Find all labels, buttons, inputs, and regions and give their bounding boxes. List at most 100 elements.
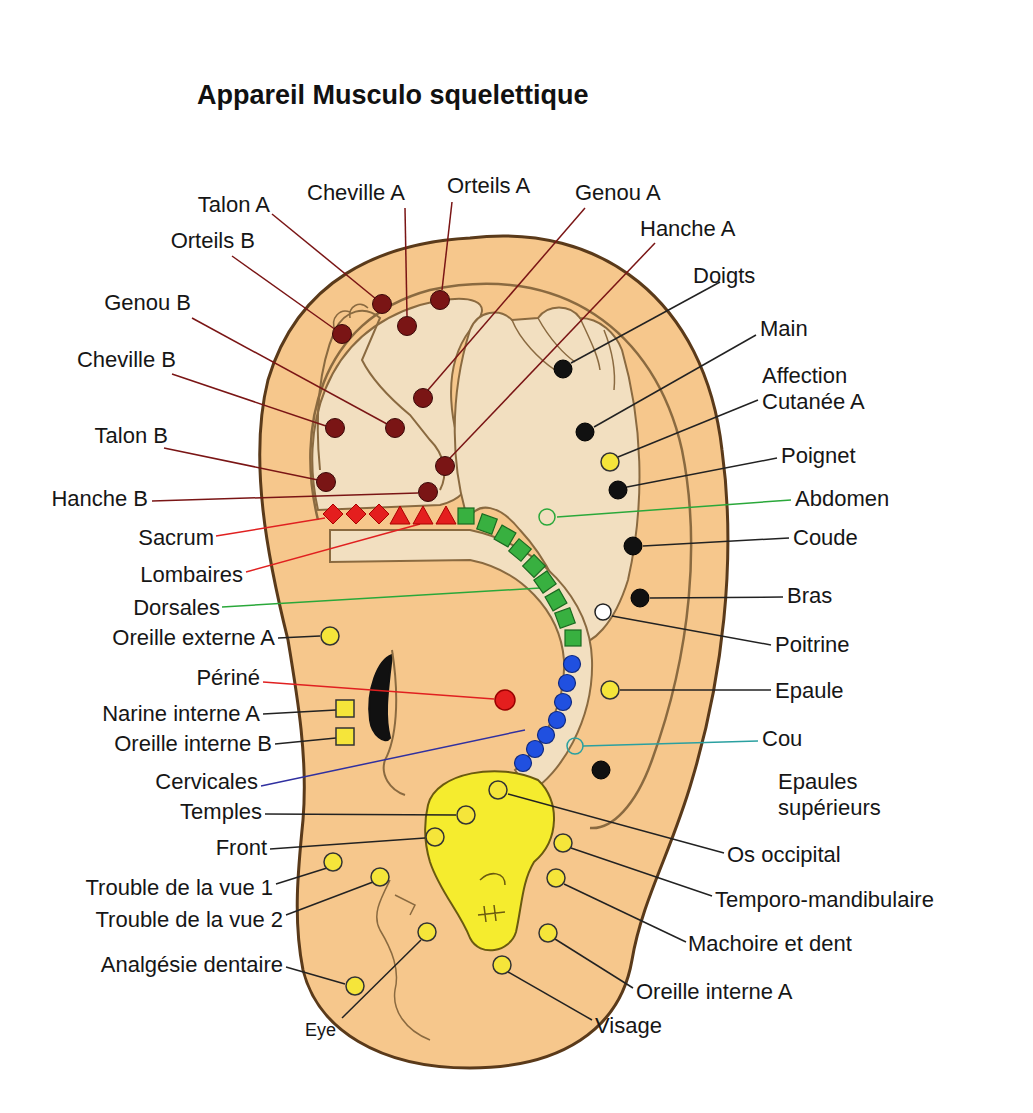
point-label: Temporo-mandibulaire <box>715 887 934 913</box>
point-label: Cheville B <box>77 347 176 373</box>
leader-line <box>232 256 336 330</box>
square-marker <box>458 508 474 524</box>
leader-line <box>508 972 592 1020</box>
point-marker <box>601 681 619 699</box>
point-marker <box>554 360 572 378</box>
point-label: Abdomen <box>795 486 889 512</box>
tragus-line <box>384 650 405 795</box>
point-marker <box>592 761 610 779</box>
point-label: Coude <box>793 525 858 551</box>
point-label: Doigts <box>693 263 755 289</box>
point-label: Temples <box>180 799 262 825</box>
point-label: Analgésie dentaire <box>101 952 283 978</box>
skull <box>425 771 554 950</box>
diamond-marker <box>323 504 343 524</box>
leader-line <box>620 689 771 691</box>
leader-line <box>442 202 452 290</box>
circle-marker <box>555 694 572 711</box>
point-label: Front <box>216 835 267 861</box>
point-marker <box>609 481 627 499</box>
point-marker <box>324 853 342 871</box>
circle-marker <box>549 712 566 729</box>
square-marker <box>477 514 498 535</box>
triangle-marker <box>413 506 433 524</box>
foot-drawing <box>318 311 445 490</box>
point-label: Talon B <box>95 423 168 449</box>
diagram-title: Appareil Musculo squelettique <box>197 80 589 111</box>
point-label: Cervicales <box>155 769 258 795</box>
triangle-marker <box>390 506 410 524</box>
point-label: Machoire et dent <box>688 931 852 957</box>
leader-line <box>594 335 756 427</box>
point-label: Oreille externe A <box>112 625 275 651</box>
point-marker <box>371 868 389 886</box>
leader-line <box>286 967 345 984</box>
helix-rim <box>310 284 691 828</box>
square-marker <box>534 571 556 593</box>
square-marker <box>336 700 354 717</box>
open-marker <box>539 509 555 525</box>
point-label: Orteils A <box>447 173 530 199</box>
circle-marker <box>527 741 544 758</box>
point-marker <box>321 627 339 645</box>
open-marker <box>567 738 583 754</box>
leader-line <box>564 884 686 942</box>
point-marker <box>436 457 455 476</box>
leader-line <box>618 400 758 457</box>
square-marker <box>565 630 581 646</box>
point-marker <box>346 977 364 995</box>
point-marker <box>373 295 392 314</box>
antihelix-band <box>330 530 592 792</box>
lumbar-triangles <box>390 506 456 524</box>
leader-line <box>286 882 373 915</box>
point-label: Genou B <box>104 290 191 316</box>
open-marker <box>595 604 611 620</box>
point-label: Hanche A <box>640 216 735 242</box>
point-marker <box>419 483 438 502</box>
point-marker <box>601 453 619 471</box>
head-points <box>321 453 619 995</box>
point-marker <box>431 291 450 310</box>
leader-line <box>152 493 418 501</box>
leader-line <box>265 814 456 815</box>
point-label: Périné <box>196 665 260 691</box>
leader-line <box>270 838 425 849</box>
leader-line <box>216 518 325 536</box>
leader-line <box>405 208 407 316</box>
point-marker <box>489 781 507 799</box>
point-label: Trouble de la vue 2 <box>95 907 283 933</box>
circle-marker <box>515 755 532 772</box>
ear-outline <box>260 236 728 1068</box>
leader-line <box>263 710 336 714</box>
point-label: Trouble de la vue 1 <box>85 875 273 901</box>
point-label: Genou A <box>575 180 661 206</box>
leader-line <box>571 848 712 896</box>
square-marker <box>509 539 532 562</box>
leader-line <box>275 738 336 744</box>
point-label: Poignet <box>781 443 856 469</box>
point-marker <box>624 537 642 555</box>
face-profile <box>377 880 430 1040</box>
cervical-circles <box>515 656 581 772</box>
point-label: Hanche B <box>51 486 148 512</box>
leader-line <box>263 682 494 699</box>
point-marker <box>333 325 352 344</box>
point-marker <box>398 317 417 336</box>
point-label: Oreille interne B <box>114 731 272 757</box>
point-marker <box>418 923 436 941</box>
point-label: Poitrine <box>775 632 850 658</box>
point-label: Os occipital <box>727 842 841 868</box>
square-marker <box>494 525 516 547</box>
point-label: Epaule <box>775 678 844 704</box>
leader-line <box>222 588 540 607</box>
circle-marker <box>559 675 576 692</box>
leader-line <box>627 458 777 487</box>
point-label: Visage <box>595 1013 662 1039</box>
point-label: Lombaires <box>140 562 243 588</box>
diamond-marker <box>369 504 389 524</box>
leader-line <box>650 597 783 598</box>
leader-line <box>342 940 421 1018</box>
leader-line <box>571 282 720 363</box>
leader-line <box>557 500 791 517</box>
